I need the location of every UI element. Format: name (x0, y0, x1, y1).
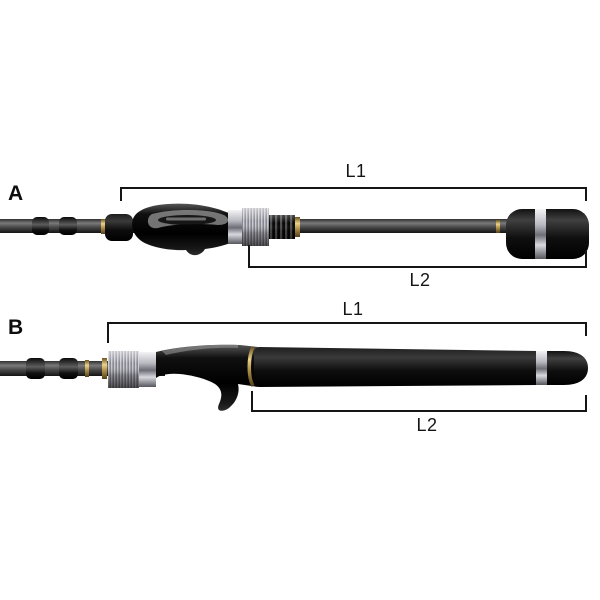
rod-b-gold-trim-rear (247, 346, 255, 387)
rod-a-gold-trim-rear (496, 220, 500, 233)
rod-b-illustration (0, 344, 588, 411)
rod-a-butt-grip (506, 209, 589, 259)
rod-a-l2-label: L2 (409, 270, 431, 290)
rod-a-gold-trim-front (101, 219, 106, 234)
rod-b-label: B (8, 316, 24, 339)
rod-a-l1-tick-right (585, 187, 587, 201)
rod-b-trigger-seat-body (156, 344, 258, 411)
rod-b-seat-highlight (162, 344, 238, 355)
rod-a-l1-line (120, 187, 587, 189)
rod-a-l1-tick-left (120, 187, 122, 201)
rod-b-gold-trim-front (85, 360, 89, 377)
rod-a-l2-tick-right (585, 250, 587, 268)
rod-a-illustration (0, 203, 589, 259)
rod-b-butt-cap (547, 351, 588, 385)
rod-a-butt-ring (535, 209, 546, 259)
rod-a-foregrip (105, 214, 133, 241)
rod-b-l1-label: L1 (342, 299, 364, 319)
rod-a-l2-tick-left (248, 245, 250, 268)
rod-b-l2-line (251, 410, 587, 412)
rod-a-ferrule-1 (32, 217, 49, 235)
rod-b-l1-tick-right (585, 322, 587, 336)
rod-b-l1-tick-left (107, 322, 109, 343)
rod-b-gold-trim-mid (102, 358, 107, 379)
rod-a-l1-label: L1 (345, 161, 367, 181)
rod-a-gold-trim-mid (295, 217, 300, 237)
rod-b-eva-grip (254, 347, 537, 387)
rod-b-ferrule-2 (59, 358, 78, 379)
rod-a-chrome-ring (228, 210, 242, 244)
rod-b-l2-label: L2 (416, 415, 438, 435)
rod-a-l2-line (248, 266, 587, 268)
rod-b-l2-tick-right (585, 395, 587, 412)
rod-b-l2-tick-left (251, 391, 253, 412)
rod-a-label: A (8, 182, 24, 205)
rod-b-butt-ring (536, 351, 547, 385)
rod-b-chrome-ring (139, 352, 156, 387)
rod-b-l1-line (107, 322, 587, 324)
rod-b-ferrule-1 (26, 358, 45, 379)
rod-a-ferrule-2 (59, 217, 77, 235)
